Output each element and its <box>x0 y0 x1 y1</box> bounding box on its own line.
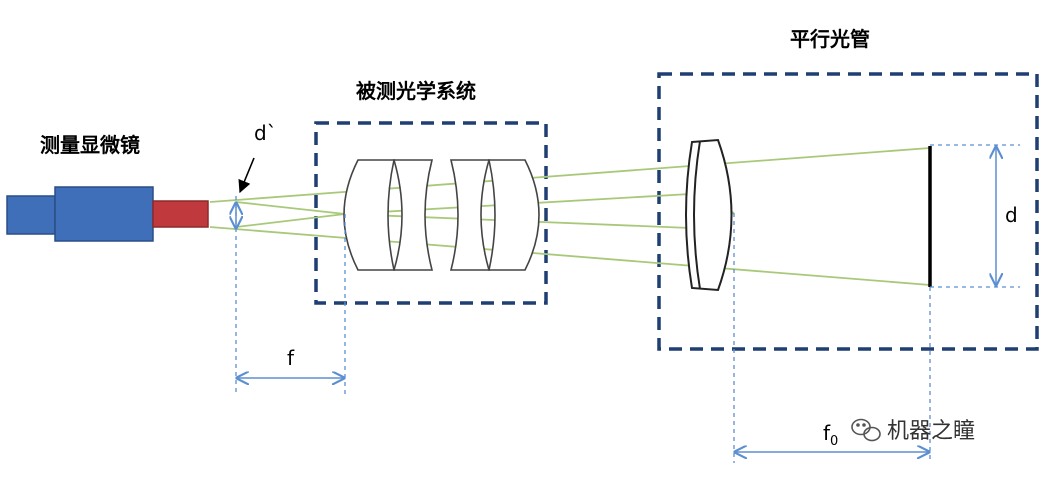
ray-upper-return <box>235 201 346 215</box>
measuring-microscope <box>6 186 209 242</box>
label-f0-sub: 0 <box>830 434 838 449</box>
microscope-objective <box>152 200 209 228</box>
watermark-text: 机器之瞳 <box>887 419 975 444</box>
lens-biconcave-right <box>449 159 491 271</box>
label-f0-base: f <box>823 421 831 445</box>
microscope-body <box>54 186 154 242</box>
collimator-lens <box>685 138 733 292</box>
lens-biconcave-left <box>392 159 434 271</box>
label-microscope: 测量显微镜 <box>40 133 140 157</box>
lens-biconvex-left <box>343 159 395 271</box>
label-f0: f0 <box>823 421 838 449</box>
label-f: f <box>287 346 295 370</box>
microscope-eyepiece <box>6 195 56 235</box>
ray-upper <box>209 147 931 203</box>
label-d-prime: d` <box>254 121 277 145</box>
lens-biconvex-right <box>488 159 540 271</box>
ray-lower <box>209 226 931 286</box>
wechat-icon <box>851 418 881 442</box>
ray-lower-return <box>235 213 346 228</box>
dimension-arrows <box>236 147 996 452</box>
collimator-box <box>657 72 1039 351</box>
system-under-test-box <box>314 121 548 305</box>
label-collimator: 平行光管 <box>790 27 870 51</box>
label-d: d <box>1005 203 1018 227</box>
collimator-lens-element <box>685 138 733 292</box>
d-prime-pointer <box>238 157 255 194</box>
watermark: 机器之瞳 <box>851 418 975 444</box>
label-system-under-test: 被测光学系统 <box>356 79 476 103</box>
collimator-lens-edge <box>693 140 701 290</box>
light-rays <box>209 147 931 286</box>
test-lens-group <box>343 159 540 271</box>
